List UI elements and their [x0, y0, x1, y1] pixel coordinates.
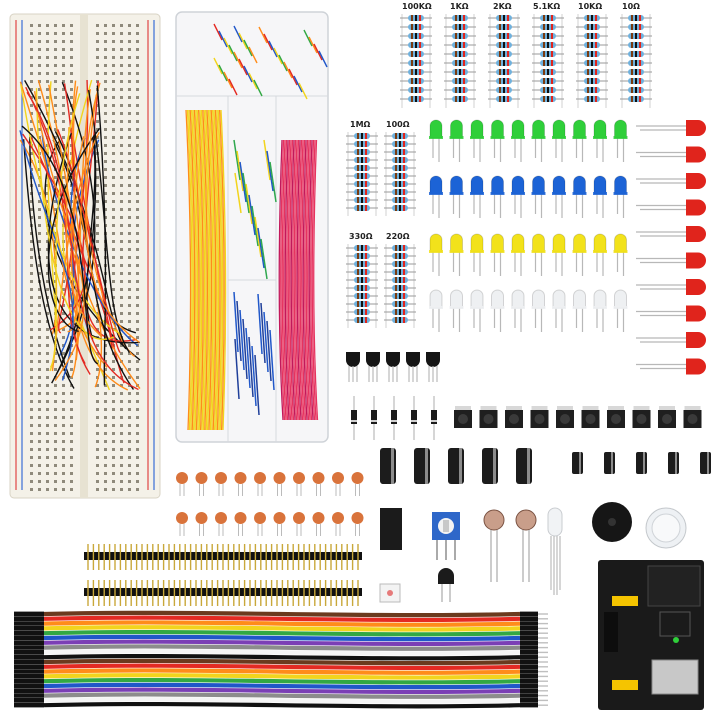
diodes: [351, 396, 437, 440]
ceramic-capacitors: [176, 472, 364, 536]
resistor-label-5-1k: 5.1KΩ: [533, 2, 561, 11]
electrolytic-capacitors: [380, 448, 711, 484]
pin-headers: [84, 544, 362, 606]
misc-components: [379, 502, 687, 603]
resistor-label-330: 330Ω: [349, 232, 373, 241]
resistor-strips: [346, 14, 652, 328]
led-array: [429, 119, 706, 375]
push-buttons: [454, 406, 702, 428]
jumper-wire-bundle: [19, 79, 141, 391]
resistor-label-1k: 1KΩ: [450, 2, 469, 11]
transistors: [346, 352, 440, 382]
resistor-label-10: 10Ω: [622, 2, 640, 11]
resistor-label-2k: 2KΩ: [493, 2, 512, 11]
jumper-wire-box: [175, 11, 329, 443]
dupont-jumper-ribbon: [14, 610, 548, 709]
breadboard-power-module: [598, 560, 704, 710]
breadboard: [9, 13, 161, 499]
resistor-label-100: 100Ω: [386, 120, 410, 129]
resistor-label-1m: 1MΩ: [350, 120, 371, 129]
resistor-label-10k: 10KΩ: [578, 2, 603, 11]
resistor-label-220: 220Ω: [386, 232, 410, 241]
resistor-label-100k: 100KΩ: [402, 2, 432, 11]
